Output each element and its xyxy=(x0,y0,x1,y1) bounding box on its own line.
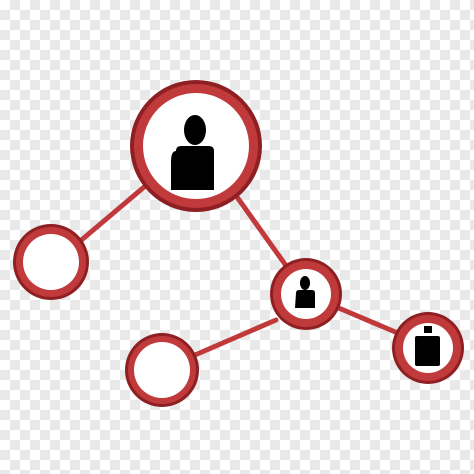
node-hub[interactable] xyxy=(130,80,262,212)
link-hub-middle xyxy=(229,187,295,277)
link-hub-left xyxy=(69,179,153,251)
person-icon xyxy=(171,115,214,190)
node-bottom-left[interactable] xyxy=(125,333,199,407)
node-right[interactable] xyxy=(392,312,464,384)
link-middle-bottomleft xyxy=(185,317,279,361)
link-middle-right xyxy=(331,303,403,337)
connector-lines xyxy=(69,179,403,361)
person-icon xyxy=(295,276,315,308)
node-middle[interactable] xyxy=(270,258,342,330)
node-left[interactable] xyxy=(13,224,89,300)
bottle-icon xyxy=(415,326,440,366)
